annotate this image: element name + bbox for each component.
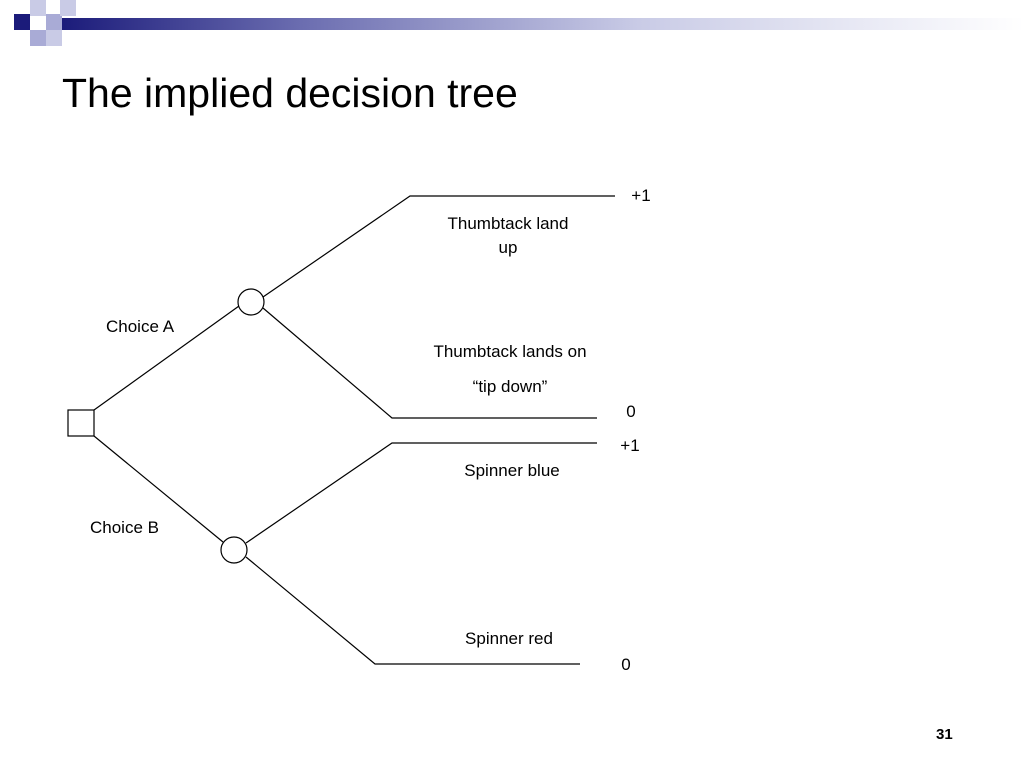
header-square-6 (46, 30, 62, 46)
chance-node-a (237, 288, 265, 316)
decision-node (67, 409, 95, 437)
slide-title: The implied decision tree (62, 70, 518, 116)
branch-choice-b (93, 435, 224, 543)
page-number: 31 (936, 726, 953, 743)
outcome-b2-label: Spinner red (465, 629, 553, 648)
choice-a-label: Choice A (106, 317, 175, 336)
header-gradient-band (60, 18, 1024, 30)
outcome-a2-label-line2: “tip down” (473, 377, 548, 396)
payoff-b2: 0 (621, 655, 630, 674)
outcome-b1-label: Spinner blue (464, 461, 559, 480)
outcome-a1-label-line2: up (499, 238, 518, 257)
outcome-branch-b2 (245, 556, 580, 665)
header-square-4 (30, 30, 46, 46)
header-square-3 (46, 14, 62, 30)
outcome-a1-label-line1: Thumbtack land (448, 214, 569, 233)
outcome-branch-b1 (245, 442, 597, 544)
header-decoration (14, 0, 1024, 46)
header-square-2 (30, 0, 46, 16)
payoff-a2: 0 (626, 402, 635, 421)
header-square-1 (14, 14, 30, 30)
payoff-b1: +1 (620, 436, 639, 455)
choice-b-label: Choice B (90, 518, 159, 537)
outcome-branch-a2 (262, 307, 597, 419)
chance-node-b (220, 536, 248, 564)
branch-choice-a (93, 305, 240, 411)
header-square-5 (60, 0, 76, 16)
outcome-branch-a1 (262, 195, 615, 298)
payoff-a1: +1 (631, 186, 650, 205)
outcome-a2-label-line1: Thumbtack lands on (433, 342, 586, 361)
